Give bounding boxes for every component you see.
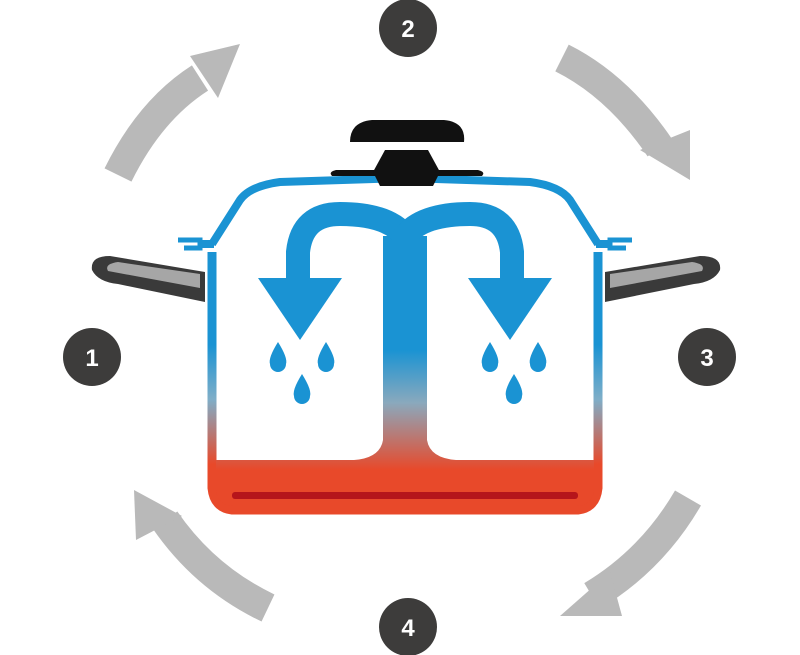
step-label: 3 (700, 345, 713, 372)
steam-arrow-left (258, 201, 417, 340)
droplet-icon (505, 374, 523, 404)
cycle-arrow-icon (134, 490, 275, 622)
droplets-left (269, 342, 335, 404)
cycle-arrows (104, 44, 701, 622)
pot-icon (91, 120, 721, 515)
pot-handle-left (91, 237, 205, 302)
droplet-icon (481, 342, 499, 372)
droplet-icon (269, 342, 287, 372)
pot-handle-right (605, 237, 721, 302)
cycle-arrow-icon (555, 44, 690, 180)
step-label: 4 (401, 615, 415, 642)
lid-knob (330, 120, 484, 186)
step-label: 2 (401, 16, 414, 43)
step-badge-1: 1 (63, 328, 121, 386)
droplets-right (481, 342, 547, 404)
cycle-arrow-icon (104, 44, 240, 182)
cycle-arrow-icon (560, 490, 701, 616)
pot-body (207, 252, 603, 515)
step-label: 1 (85, 345, 98, 372)
step-badge-4: 4 (379, 598, 437, 655)
steam-arrow-right (393, 201, 552, 340)
droplet-icon (317, 342, 335, 372)
pot-hot-base (216, 464, 594, 506)
pot-base-element (232, 492, 578, 499)
droplet-icon (529, 342, 547, 372)
step-badge-2: 2 (379, 0, 437, 57)
steam-column (216, 236, 594, 470)
step-badges: 1 2 3 4 (63, 0, 736, 655)
step-badge-3: 3 (678, 328, 736, 386)
droplet-icon (293, 374, 311, 404)
